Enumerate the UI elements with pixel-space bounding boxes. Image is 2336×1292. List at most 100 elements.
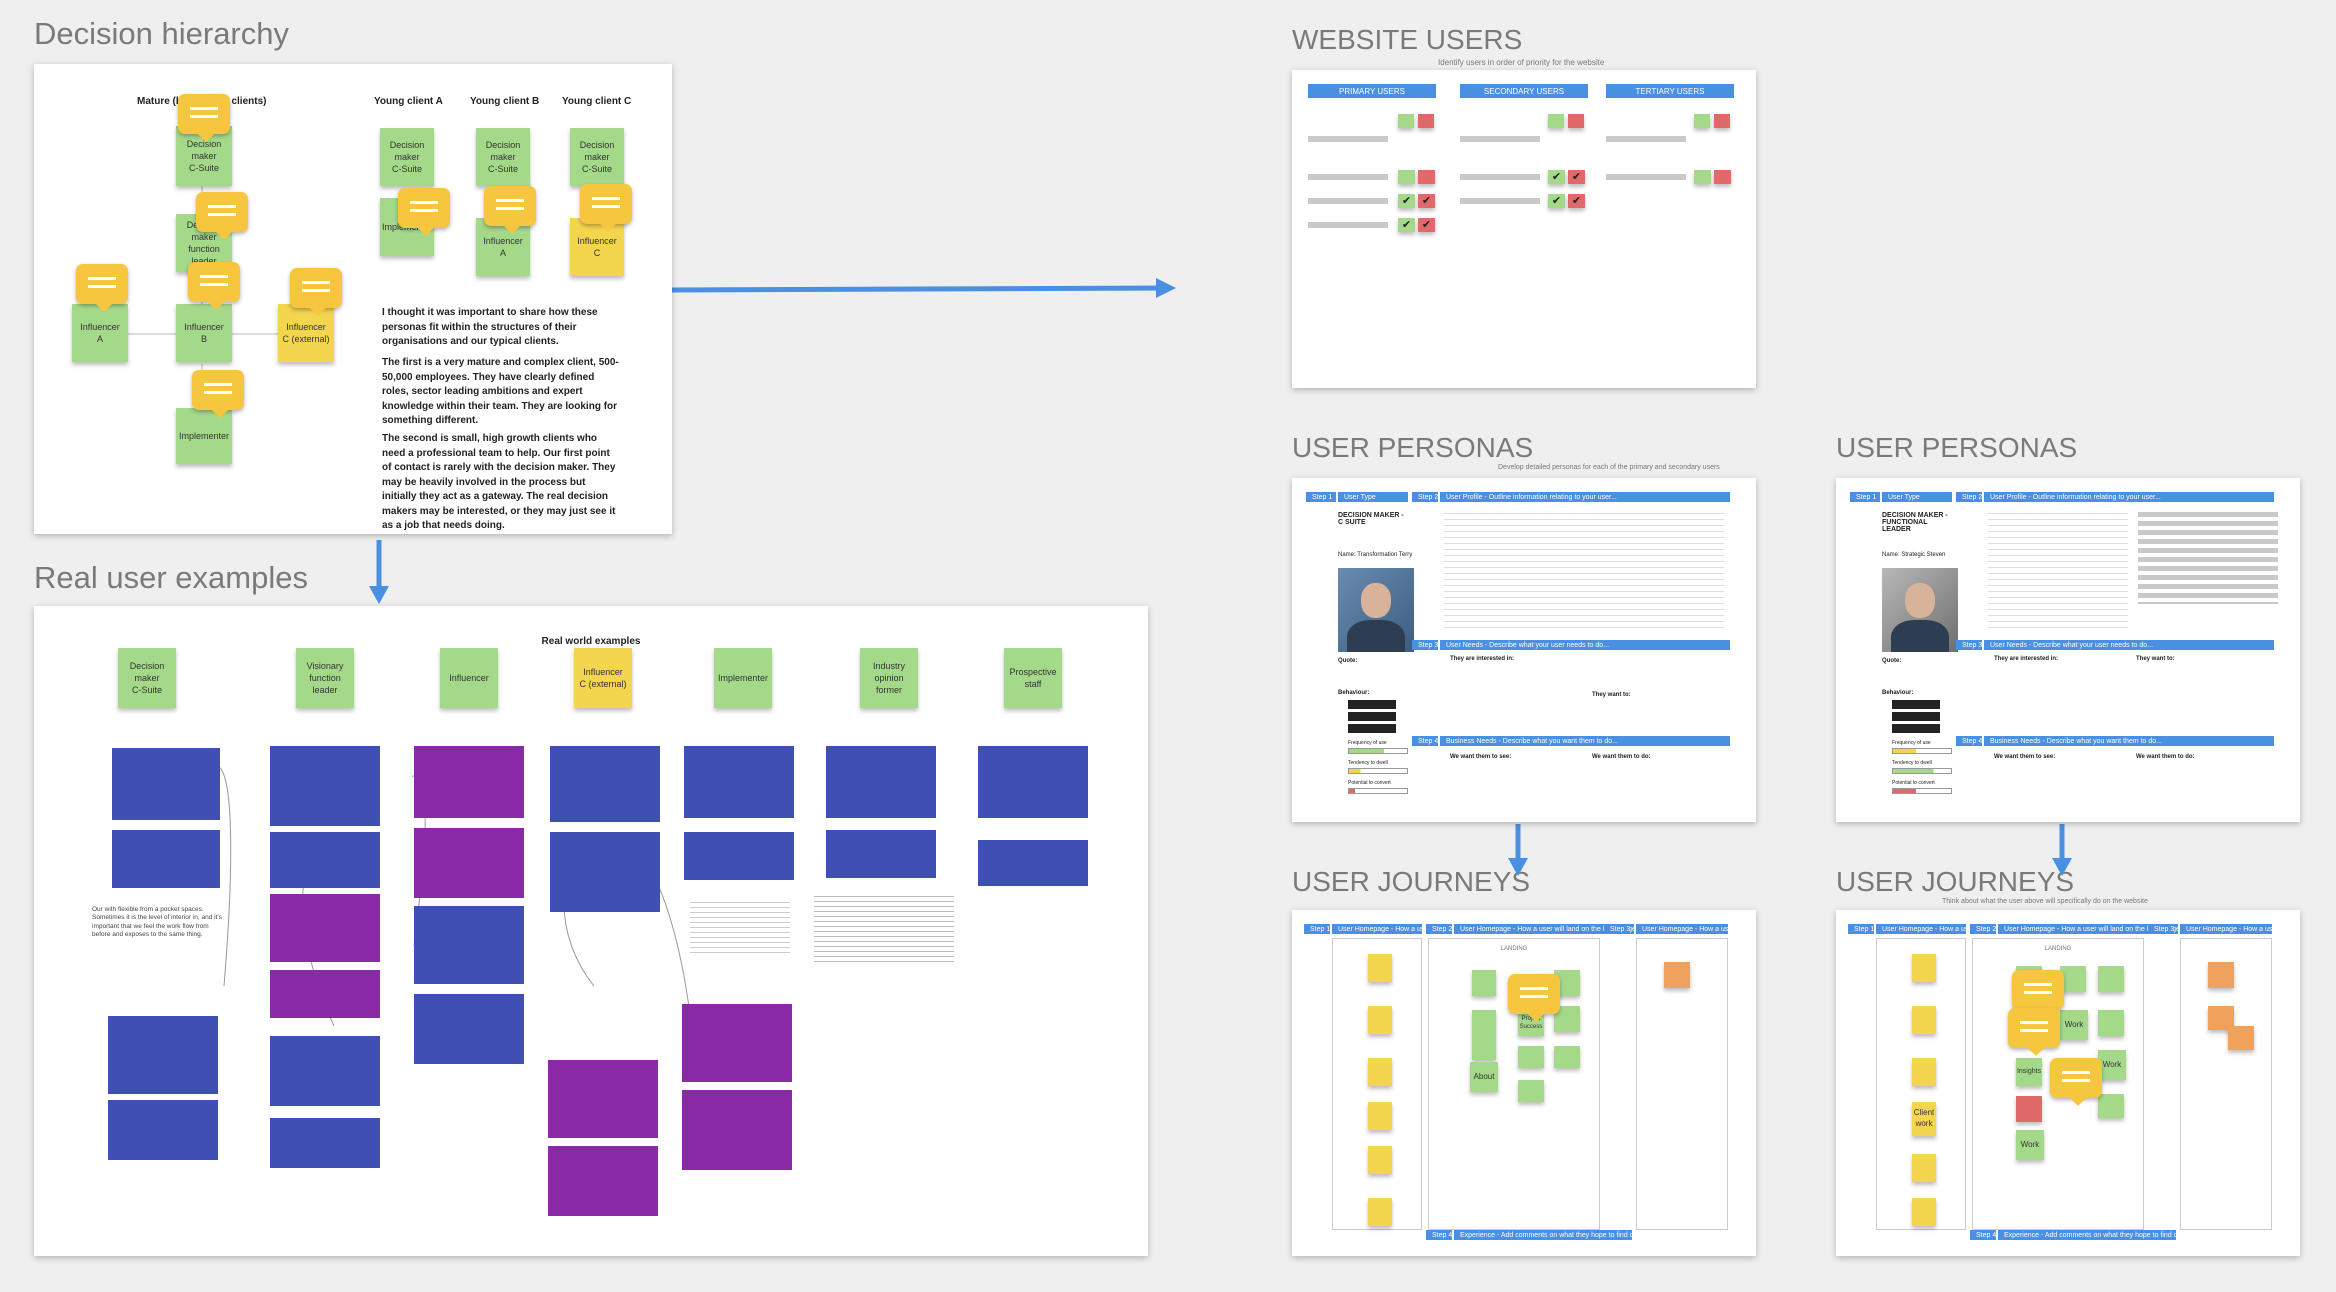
example-card[interactable] <box>414 994 524 1064</box>
example-card[interactable] <box>550 832 660 912</box>
comment-bubble-icon[interactable] <box>2050 1058 2102 1106</box>
journey-sticky[interactable] <box>1664 962 1690 988</box>
example-card[interactable] <box>270 746 380 826</box>
journey-sticky[interactable] <box>2098 966 2124 992</box>
column-prospective-staff[interactable]: Prospective staff <box>1004 648 1062 708</box>
comment-bubble-icon[interactable] <box>290 268 342 316</box>
comment-bubble-icon[interactable] <box>484 186 536 234</box>
journey-sticky[interactable] <box>2016 1096 2042 1122</box>
checkmark-icon[interactable]: ✔ <box>1568 170 1585 184</box>
checkmark-icon[interactable]: ✔ <box>1568 194 1585 208</box>
example-card[interactable] <box>270 1118 380 1168</box>
example-card[interactable] <box>112 748 220 820</box>
checkmark-icon[interactable]: ✔ <box>1398 194 1415 208</box>
insights-sticky[interactable]: Insights <box>2016 1058 2042 1086</box>
checkmark-icon[interactable]: ✔ <box>1398 218 1415 232</box>
checkmark-icon[interactable]: ✔ <box>1548 194 1565 208</box>
example-card[interactable] <box>414 746 524 818</box>
journey-sticky[interactable] <box>1912 1154 1936 1182</box>
journey-sticky[interactable] <box>1368 1102 1392 1130</box>
journey-sticky[interactable] <box>1368 954 1392 982</box>
work-sticky[interactable]: Work <box>2016 1130 2044 1160</box>
journey-sticky[interactable] <box>1472 1010 1496 1060</box>
column-opinion-former[interactable]: Industry opinion former <box>860 648 918 708</box>
mature-implementer-sticky[interactable]: Implementer <box>176 408 232 464</box>
comment-bubble-icon[interactable] <box>178 94 230 142</box>
comment-bubble-icon[interactable] <box>188 262 240 310</box>
journey-sticky[interactable] <box>2098 1010 2124 1036</box>
journey-sticky[interactable] <box>1912 1198 1936 1226</box>
journey-sticky[interactable] <box>1368 1146 1392 1174</box>
example-card[interactable] <box>826 830 936 878</box>
journey-board-2[interactable]: Step 1 User Homepage - How a user will l… <box>1836 910 2300 1256</box>
example-card[interactable] <box>270 970 380 1018</box>
journey-sticky[interactable] <box>1554 1046 1580 1068</box>
example-card[interactable] <box>978 746 1088 818</box>
column-influencer-external[interactable]: Influencer C (external) <box>574 648 632 708</box>
checkmark-icon[interactable]: ✔ <box>1548 170 1565 184</box>
about-sticky[interactable]: About <box>1470 1062 1498 1092</box>
comment-bubble-icon[interactable] <box>2008 1008 2060 1056</box>
journey-sticky[interactable] <box>1518 1046 1544 1068</box>
example-card[interactable] <box>684 746 794 818</box>
comment-bubble-icon[interactable] <box>398 188 450 236</box>
example-card[interactable] <box>682 1090 792 1170</box>
mature-influencer-a-sticky[interactable]: Influencer A <box>72 304 128 362</box>
journey-sticky[interactable] <box>1912 954 1936 982</box>
comment-bubble-icon[interactable] <box>192 370 244 418</box>
comment-bubble-icon[interactable] <box>196 192 248 240</box>
journey-sticky[interactable] <box>1368 1006 1392 1034</box>
column-decision-maker[interactable]: Decision maker C-Suite <box>118 648 176 708</box>
journey-sticky[interactable] <box>2060 966 2086 992</box>
work-sticky[interactable]: Work <box>2098 1050 2126 1080</box>
example-card[interactable] <box>684 832 794 880</box>
journey-sticky[interactable] <box>1518 1080 1544 1102</box>
example-card[interactable] <box>682 1004 792 1082</box>
mature-influencer-b-sticky[interactable]: Influencer B <box>176 304 232 362</box>
real-user-examples-board[interactable]: Real world examples Decision maker C-Sui… <box>34 606 1148 1256</box>
rating-green[interactable] <box>1694 170 1711 184</box>
journey-sticky[interactable] <box>1912 1058 1936 1086</box>
checkmark-icon[interactable]: ✔ <box>1418 218 1435 232</box>
example-card[interactable] <box>414 906 524 984</box>
example-card[interactable] <box>550 746 660 822</box>
journey-sticky[interactable] <box>1472 970 1496 996</box>
journey-sticky[interactable] <box>2098 1094 2124 1118</box>
work-sticky[interactable]: Work <box>2060 1010 2088 1040</box>
example-card[interactable] <box>548 1146 658 1216</box>
example-card[interactable] <box>108 1100 218 1160</box>
example-card[interactable] <box>270 1036 380 1106</box>
example-card[interactable] <box>414 828 524 898</box>
persona-board-2[interactable]: Step 1 User Type Step 2 User Profile - O… <box>1836 478 2300 822</box>
example-card[interactable] <box>270 894 380 962</box>
checkmark-icon[interactable]: ✔ <box>1418 194 1435 208</box>
column-visionary-leader[interactable]: Visionary function leader <box>296 648 354 708</box>
rating-green[interactable] <box>1398 170 1415 184</box>
example-card[interactable] <box>270 832 380 888</box>
example-card[interactable] <box>548 1060 658 1138</box>
decision-hierarchy-board[interactable]: Mature (large client clients) Young clie… <box>34 64 672 534</box>
journey-sticky[interactable] <box>1912 1006 1936 1034</box>
example-card[interactable] <box>826 746 936 818</box>
rating-red[interactable] <box>1418 170 1435 184</box>
column-influencer[interactable]: Influencer <box>440 648 498 708</box>
website-users-board[interactable]: PRIMARY USERS SECONDARY USERS TERTIARY U… <box>1292 70 1756 388</box>
persona-board-1[interactable]: Step 1 User Type Step 2 User Profile - O… <box>1292 478 1756 822</box>
young-b-influencer-sticky[interactable]: Influencer A <box>476 218 530 276</box>
comment-bubble-icon[interactable] <box>2012 970 2064 1018</box>
young-c-decision-maker-sticky[interactable]: Decision maker C-Suite <box>570 128 624 186</box>
journey-sticky[interactable] <box>1368 1198 1392 1226</box>
comment-bubble-icon[interactable] <box>1508 974 1560 1022</box>
column-implementer[interactable]: Implementer <box>714 648 772 708</box>
example-card[interactable] <box>978 840 1088 886</box>
example-card[interactable] <box>112 830 220 888</box>
young-b-decision-maker-sticky[interactable]: Decision maker C-Suite <box>476 128 530 186</box>
example-card[interactable] <box>108 1016 218 1094</box>
comment-bubble-icon[interactable] <box>76 264 128 312</box>
comment-bubble-icon[interactable] <box>580 184 632 232</box>
young-a-decision-maker-sticky[interactable]: Decision maker C-Suite <box>380 128 434 186</box>
journey-sticky[interactable] <box>2208 962 2234 988</box>
client-work-sticky[interactable]: Client work <box>1912 1102 1936 1136</box>
journey-sticky[interactable] <box>1368 1058 1392 1086</box>
rating-red[interactable] <box>1714 170 1731 184</box>
